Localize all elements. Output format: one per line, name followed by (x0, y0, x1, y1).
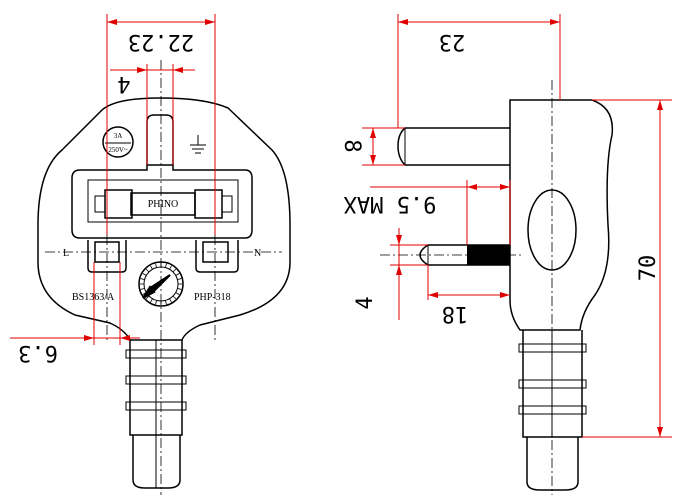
dim-max: 9.5 MAX (343, 180, 511, 245)
front-view: PHINO 3A 250V~ L N BS1363/A PHP-318 (10, 14, 291, 495)
side-earth-pin (397, 127, 510, 166)
dial-tick (150, 298, 153, 303)
dial-tick (177, 278, 182, 280)
dim-earth-pin: 4 (110, 64, 195, 165)
neutral-pin-frame (195, 240, 239, 273)
dial-tick (145, 268, 150, 273)
dial-tick (175, 273, 180, 276)
side-cord-grip-ribs (518, 330, 587, 437)
fuse-rating-text: 3A (114, 132, 123, 140)
dim-width: 22.23 (106, 14, 216, 235)
dim-total-text: 70 (636, 255, 661, 282)
dial-tick (169, 298, 172, 303)
fuse-clip-left (94, 195, 106, 213)
fuse-cap-left (104, 189, 133, 219)
dim-insulation: 18 (427, 265, 510, 326)
dial-tick (172, 295, 177, 300)
model-label: PHP-318 (194, 292, 231, 303)
dial-tick (155, 263, 157, 268)
plug-body-outline (37, 97, 291, 341)
side-cord (526, 437, 579, 491)
earth-pin (146, 114, 174, 165)
dial-tick (142, 273, 147, 276)
earth-symbol-icon (190, 135, 206, 154)
dial-tick (175, 292, 180, 295)
neutral-label: N (254, 248, 261, 259)
dim-top: 23 (397, 14, 561, 128)
dial-tick (145, 295, 150, 300)
dim-total: 70 (582, 99, 672, 438)
side-body-outline (509, 99, 614, 331)
fuse-clip-right (221, 195, 233, 213)
dim-insulation-text: 18 (442, 301, 469, 326)
dim-width-text: 22.23 (128, 29, 194, 54)
dim-earth-pin-text: 4 (117, 71, 130, 96)
dim-pin-width: 6.3 (10, 262, 140, 365)
dim-bottom-pin: 4 (353, 228, 428, 320)
side-view: 23 8 9.5 MAX 4 (339, 14, 672, 495)
dim-bottom-pin-text: 4 (353, 296, 378, 309)
dim-max-text: 9.5 MAX (343, 191, 436, 216)
dial-tick (177, 288, 182, 290)
dim-pin-width-text: 6.3 (18, 340, 58, 365)
dim-pin-height: 8 (339, 127, 405, 166)
fuse-rating-circle (102, 126, 134, 158)
date-dial-arrow-icon (142, 274, 171, 299)
fuse-window-inner (87, 179, 239, 223)
dial-tick (165, 300, 167, 305)
live-label: L (63, 248, 69, 259)
dial-tick (155, 300, 157, 305)
dial-tick (165, 263, 167, 268)
dim-top-text: 23 (439, 29, 466, 54)
dial-tick (140, 288, 145, 290)
dial-tick (172, 268, 177, 273)
dial-tick (169, 265, 172, 270)
fuse-label: PHINO (148, 199, 179, 210)
dial-tick (150, 265, 153, 270)
dial-tick (140, 278, 145, 280)
cord-grip-ribs (125, 340, 187, 435)
fuse-cap-right (194, 189, 223, 219)
fuse-window-outer (71, 164, 253, 239)
dim-pin-height-text: 8 (339, 139, 364, 152)
voltage-rating-text: 250V~ (108, 146, 128, 154)
